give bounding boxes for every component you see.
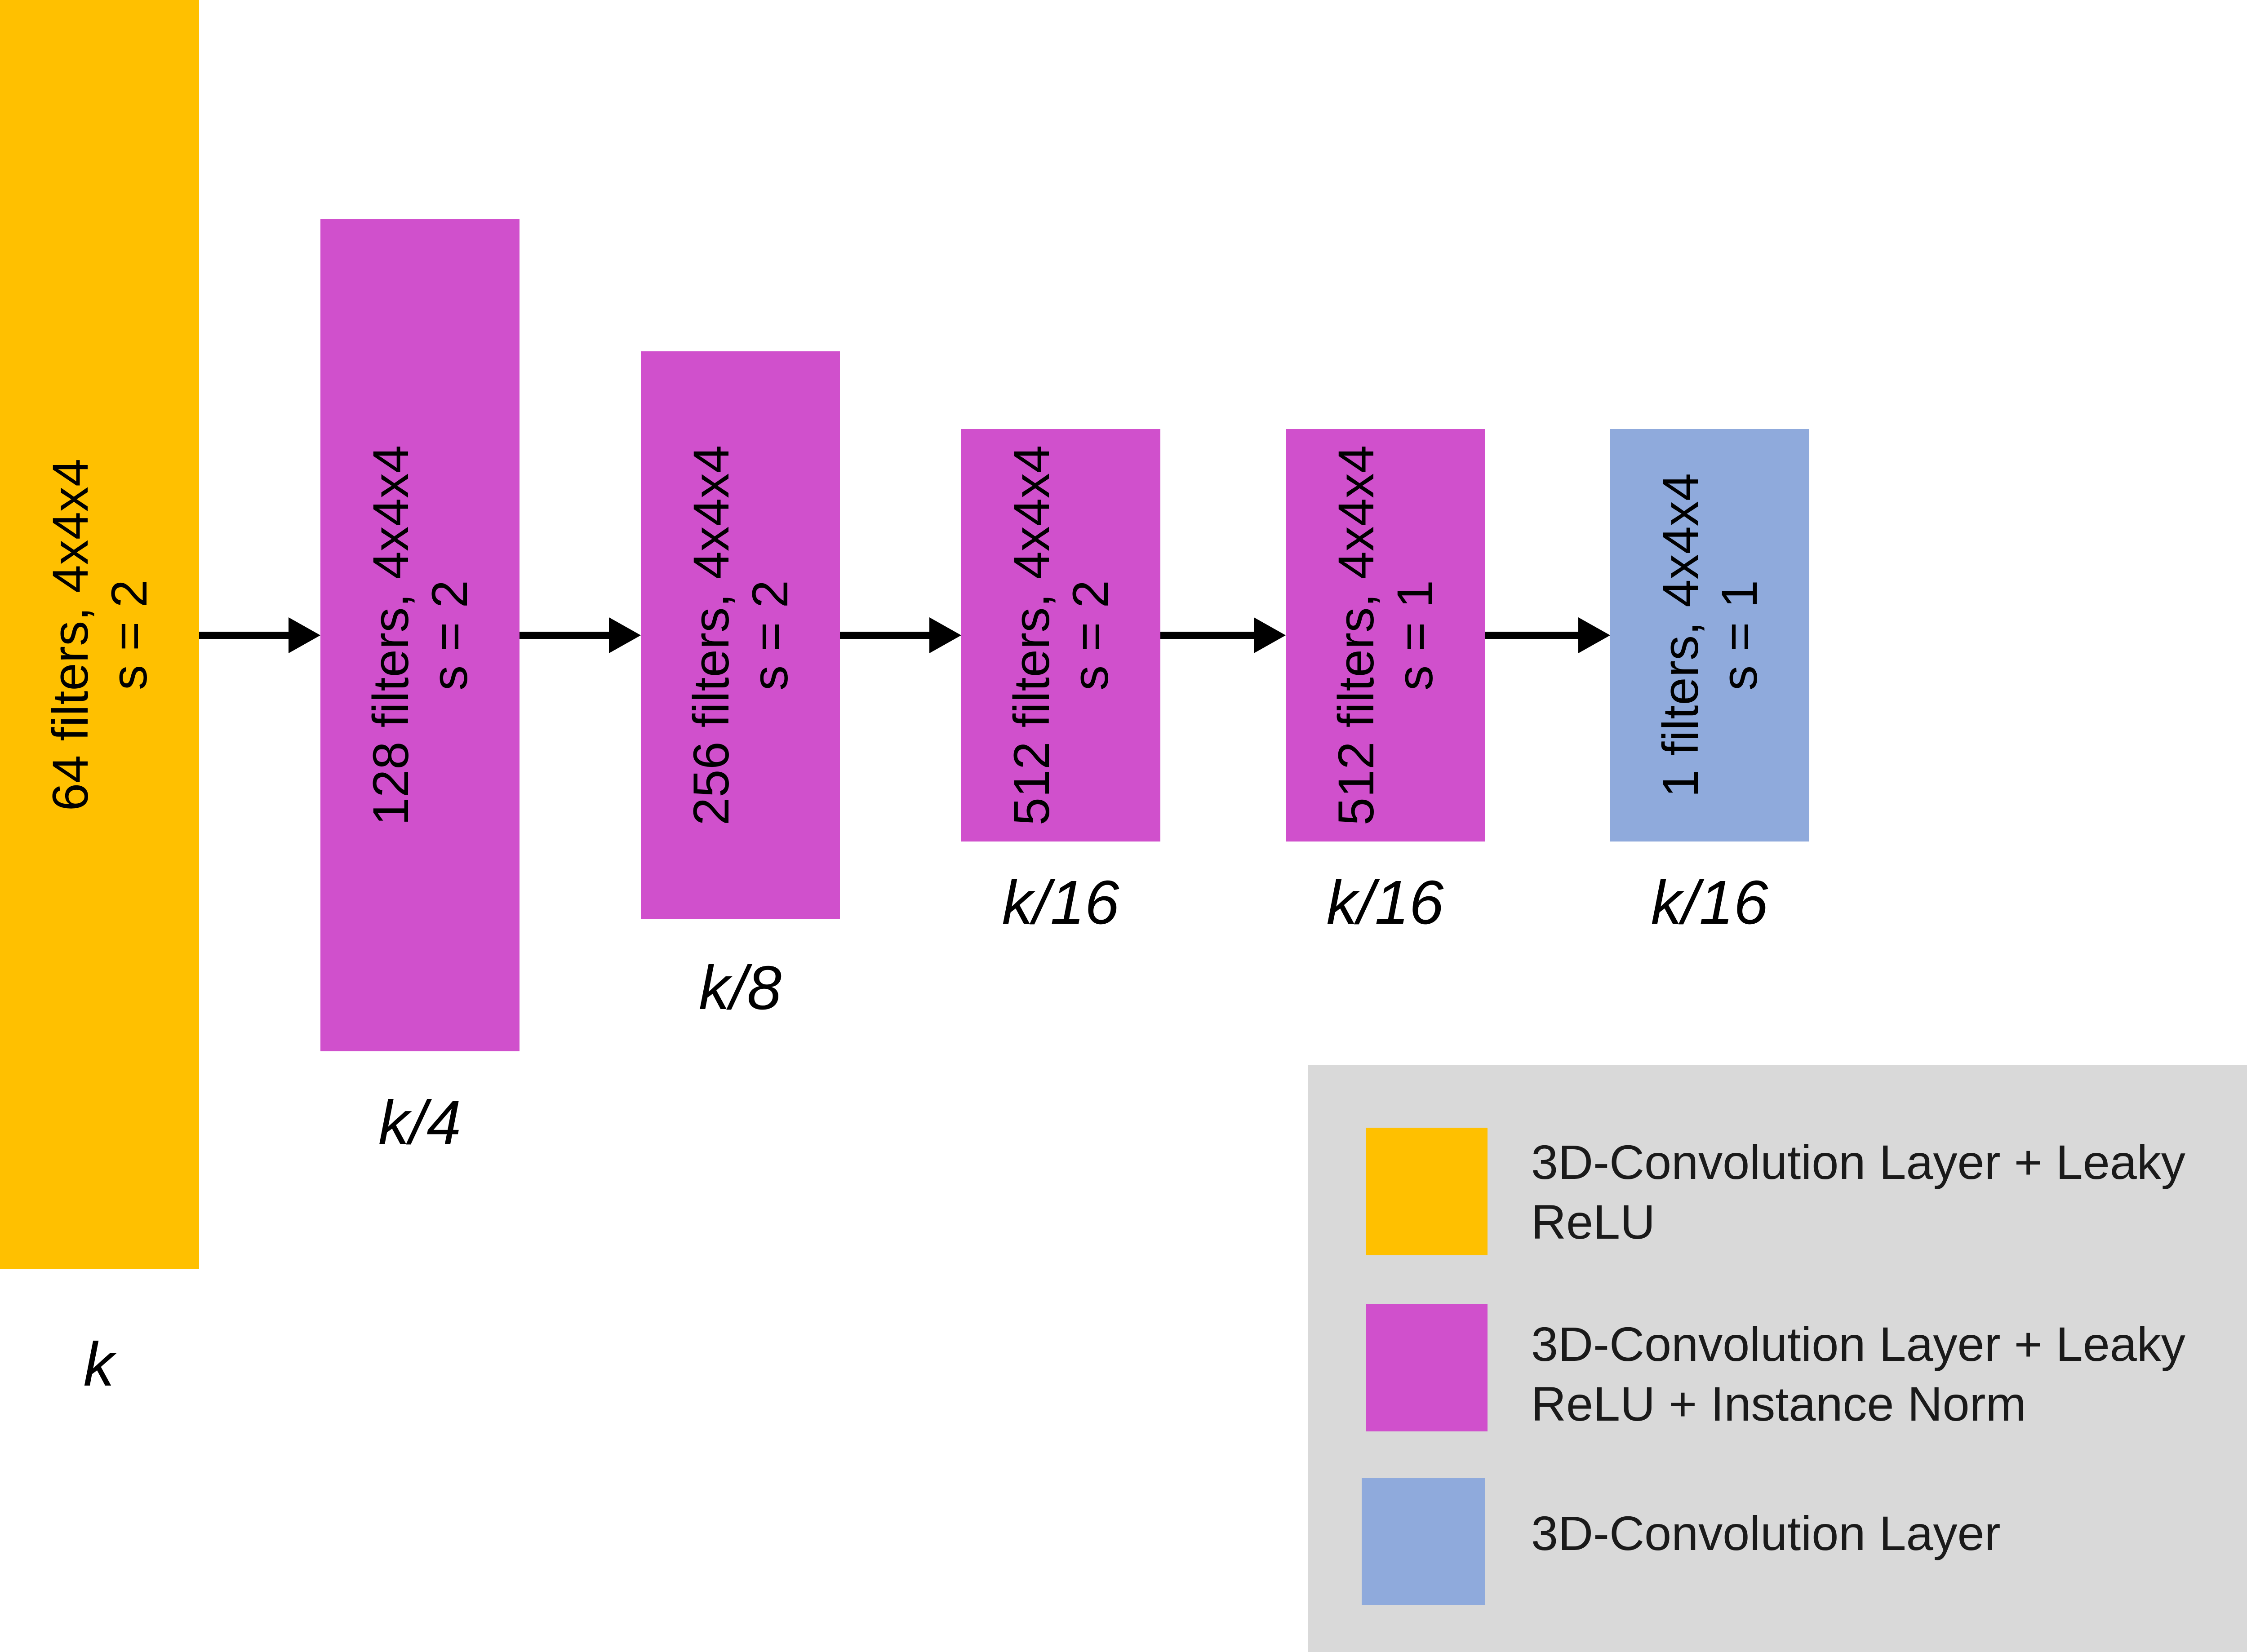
size-label-k: k (83, 1330, 115, 1399)
arrow (520, 617, 641, 653)
arrow (1160, 617, 1286, 653)
legend: 3D-Convolution Layer + Leaky ReLU 3D-Con… (1308, 1065, 2247, 1652)
legend-text-conv: 3D-Convolution Layer (1531, 1506, 2001, 1560)
layer-block-conv1: 64 filters, 4x4x4 s = 2 (0, 0, 199, 1269)
legend-text-conv-leaky: 3D-Convolution Layer + Leaky ReLU (1531, 1135, 2185, 1249)
arrow (840, 617, 961, 653)
layer-block-conv4: 512 filters, 4x4x4 s = 2 (961, 429, 1160, 842)
layer-block-conv6: 1 filters, 4x4x4 s = 1 (1610, 429, 1809, 842)
arrow (199, 617, 320, 653)
legend-swatch-conv-leaky (1366, 1128, 1488, 1255)
size-label-k16-a: k/16 (1002, 868, 1119, 937)
size-label-k8: k/8 (698, 953, 782, 1023)
size-label-k4: k/4 (378, 1088, 462, 1157)
layer-block-conv3: 256 filters, 4x4x4 s = 2 (641, 351, 840, 919)
legend-swatch-conv-leaky-norm (1366, 1304, 1488, 1431)
legend-swatch-conv (1362, 1478, 1485, 1605)
size-label-k16-c: k/16 (1651, 868, 1768, 937)
arrow (1485, 617, 1610, 653)
legend-text-conv-leaky-norm: 3D-Convolution Layer + Leaky ReLU + Inst… (1531, 1317, 2185, 1431)
size-label-k16-b: k/16 (1326, 868, 1444, 937)
layer-block-conv5: 512 filters, 4x4x4 s = 1 (1286, 429, 1485, 842)
layer-block-conv2: 128 filters, 4x4x4 s = 2 (320, 219, 520, 1051)
